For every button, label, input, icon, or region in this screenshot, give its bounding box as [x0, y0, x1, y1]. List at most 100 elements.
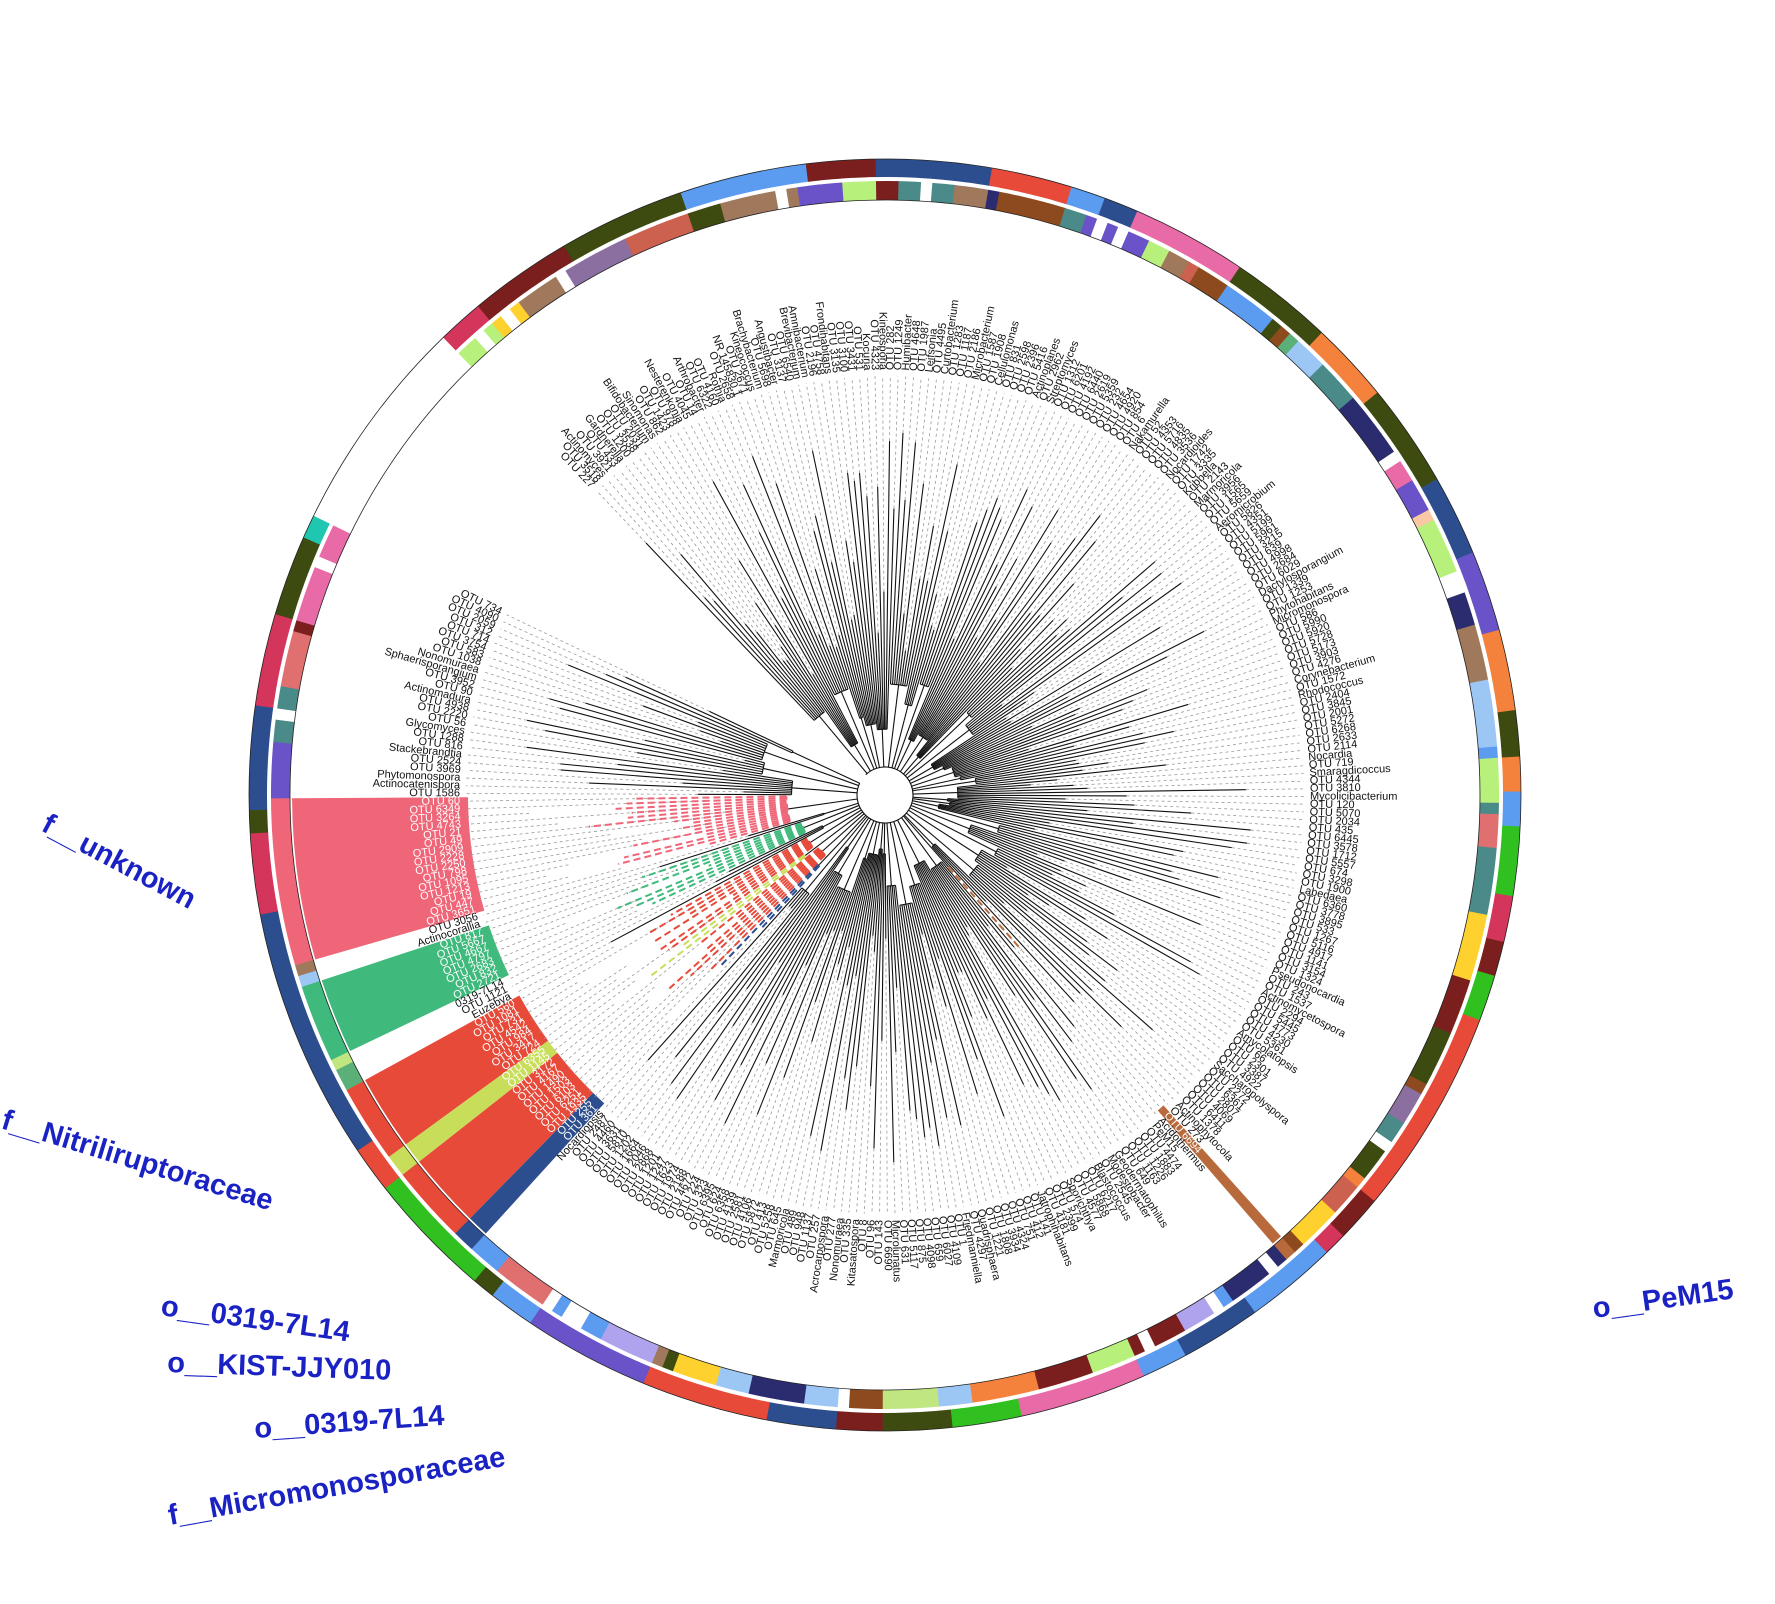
order-ring-segment [1447, 530, 1469, 550]
leader-line [650, 447, 756, 604]
family-ring-segment [666, 217, 685, 239]
tip-label: Kineosporia [876, 312, 888, 371]
branch [545, 730, 763, 773]
leader-line [1033, 449, 1123, 579]
order-ring-segment [1171, 231, 1191, 253]
leader-line [619, 470, 746, 625]
family-ring-segment [1478, 757, 1499, 771]
family-ring-segment [330, 1051, 354, 1071]
order-ring-segment [1500, 836, 1520, 851]
order-ring-segment [1440, 1055, 1462, 1075]
leader-line [971, 1016, 1039, 1186]
branch [830, 562, 870, 726]
branch [694, 811, 789, 831]
branch-arc [974, 778, 977, 784]
leader-line [654, 1025, 734, 1146]
branch [626, 825, 803, 895]
family-ring-segment [1479, 791, 1499, 804]
family-ring-segment [509, 301, 531, 325]
leader-line [471, 724, 638, 754]
order-ring-segment [270, 954, 292, 972]
leader-line [687, 1064, 742, 1165]
branch [917, 883, 1005, 1117]
leader-line [947, 395, 1012, 597]
tip-label: OTU 3135 [824, 322, 842, 374]
family-ring-segment [1140, 240, 1160, 263]
family-ring-segment [303, 587, 325, 605]
leader-line [739, 401, 831, 646]
branch [883, 591, 886, 730]
branch [627, 802, 787, 819]
family-ring-segment [848, 1388, 861, 1409]
leader-line [469, 815, 723, 848]
family-ring-segment [395, 1153, 418, 1175]
order-ring-segment [249, 762, 268, 776]
order-ring-segment [1394, 1134, 1417, 1155]
branch [901, 817, 937, 866]
order-ring-segment [253, 865, 273, 881]
branch [938, 804, 1184, 853]
family-ring-segment [326, 1041, 349, 1061]
leader-line [828, 379, 854, 563]
branch [954, 703, 1189, 775]
family-ring-segment [1471, 690, 1492, 706]
order-ring-segment [257, 681, 277, 697]
leader-line [1079, 993, 1180, 1094]
leader-line [1144, 712, 1296, 744]
leader-line [535, 965, 627, 1027]
order-ring-segment [1488, 915, 1509, 932]
leader-line [469, 739, 527, 748]
branch [822, 807, 861, 828]
family-ring-segment [1479, 813, 1499, 826]
order-ring-segment [1006, 1398, 1022, 1419]
branch [953, 728, 1079, 773]
family-ring-segment [1342, 1166, 1365, 1188]
branch [976, 866, 1090, 956]
branch [814, 857, 865, 1002]
branch [912, 885, 978, 1095]
branch-arc [916, 754, 921, 759]
family-ring-segment [1239, 1265, 1261, 1289]
branch [808, 620, 841, 693]
leader-line [683, 427, 714, 482]
family-ring-segment [748, 1375, 764, 1397]
branch [744, 759, 765, 766]
leader-line [493, 882, 655, 945]
order-ring-segment [736, 173, 753, 195]
tip-label: OTU 1 [951, 1213, 968, 1247]
leader-line [743, 1077, 785, 1190]
branch [957, 796, 1066, 800]
order-ring-segment [615, 213, 635, 236]
family-ring-segment [1324, 380, 1347, 403]
order-ring-segment [1370, 401, 1393, 423]
leader-line [1165, 750, 1302, 766]
branch [943, 725, 1033, 769]
family-ring-segment [1469, 679, 1491, 695]
family-ring-segment [1189, 267, 1209, 290]
branch [589, 782, 792, 792]
family-ring-segment [1462, 646, 1484, 663]
branch [568, 664, 767, 747]
family-ring-segment [651, 1345, 670, 1368]
order-ring-segment [544, 251, 564, 274]
leader-line [623, 1056, 676, 1123]
tip-label: OTU 1249 [892, 319, 906, 370]
order-ring-segment [350, 1130, 373, 1151]
leader-line [1108, 734, 1300, 764]
family-ring-segment [1316, 372, 1339, 395]
leader-line [1085, 918, 1242, 1017]
leader-line [758, 930, 843, 1195]
family-ring-segment [1150, 245, 1170, 268]
branch [957, 779, 1058, 790]
order-ring-segment [260, 910, 281, 927]
family-ring-segment [830, 182, 845, 203]
branch [636, 795, 787, 800]
order-ring-segment [605, 218, 624, 241]
branch [756, 890, 848, 1115]
branch [896, 613, 905, 685]
order-ring-segment [496, 284, 517, 306]
branch [704, 597, 817, 720]
leader-line [689, 423, 783, 599]
leader-line [1027, 894, 1229, 1036]
order-ring-segment [308, 515, 330, 535]
